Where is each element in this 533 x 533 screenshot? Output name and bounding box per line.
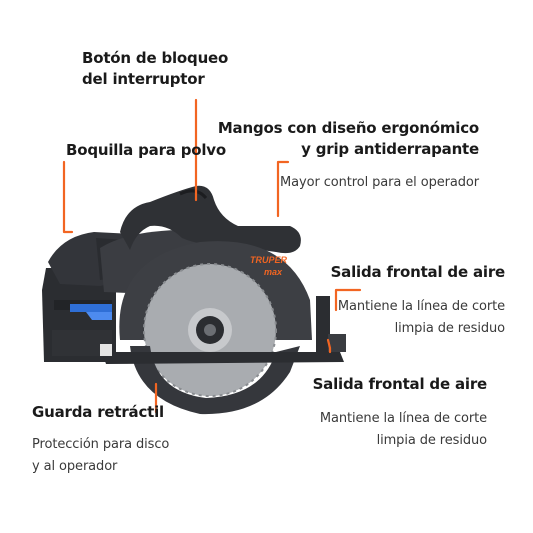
handles-title-line1: Mangos con diseño ergonómico xyxy=(217,119,479,137)
dust-nozzle-label: Boquilla para polvo xyxy=(66,141,226,159)
guard-desc-line1: Protección para disco xyxy=(32,437,170,452)
lock-button-title-line2: del interruptor xyxy=(82,70,205,88)
brand-name: TRUPER xyxy=(250,255,288,265)
air-outlet-1-desc-line1: Mantiene la línea de corte xyxy=(337,299,505,314)
brand-sub: max xyxy=(264,267,283,277)
lock-button-label: Botón de bloqueo del interruptor xyxy=(82,48,228,90)
front-guide xyxy=(316,296,346,352)
air-outlet-1-label: Salida frontal de aire xyxy=(330,263,506,281)
handles-title-line2: y grip antiderrapante xyxy=(301,140,479,158)
lock-button-title-line1: Botón de bloqueo xyxy=(82,49,229,67)
main-handle xyxy=(120,185,301,254)
handles-label: Mangos con diseño ergonómico y grip anti… xyxy=(218,118,479,160)
guard-label: Guarda retráctil xyxy=(32,403,164,421)
air-outlet-1-desc-line2: limpia de residuo xyxy=(394,321,506,336)
guard-description: Protección para disco y al operador xyxy=(32,434,169,478)
brand-logo: TRUPER max xyxy=(250,254,294,280)
air-outlet-2-desc-line2: limpia de residuo xyxy=(376,433,488,448)
air-outlet-2-description: Mantiene la línea de corte limpia de res… xyxy=(320,408,487,452)
battery-pack xyxy=(42,268,116,362)
base-plate xyxy=(102,352,344,364)
guard-desc-line2: y al operador xyxy=(32,459,118,474)
leader-lines xyxy=(62,98,362,414)
air-outlet-1-description: Mantiene la línea de corte limpia de res… xyxy=(338,296,505,340)
handles-description: Mayor control para el operador xyxy=(280,175,479,190)
air-outlet-2-label: Salida frontal de aire xyxy=(312,375,488,393)
lower-guard xyxy=(130,346,300,415)
air-outlet-2-desc-line1: Mantiene la línea de corte xyxy=(319,411,487,426)
saw-blade xyxy=(143,263,277,397)
